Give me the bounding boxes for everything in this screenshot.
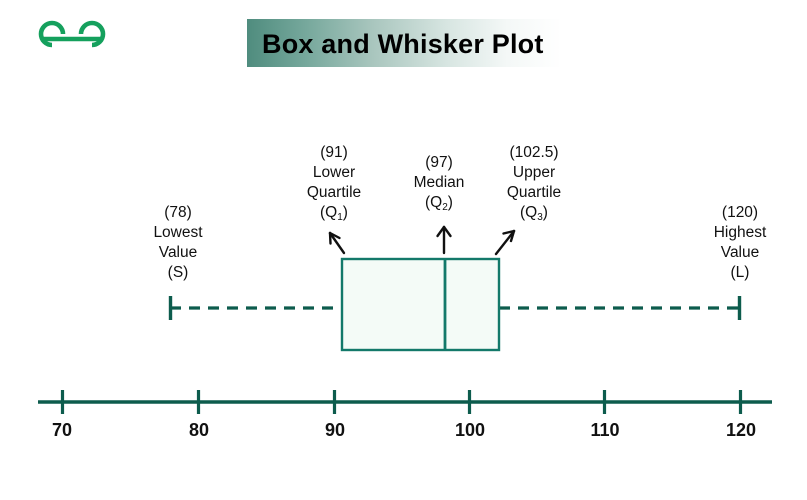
axis-tick-label-110: 110 xyxy=(590,420,620,440)
median-number: (97) xyxy=(425,154,453,171)
box-iqr xyxy=(340,257,501,352)
geeksforgeeks-logo-icon xyxy=(38,20,106,48)
arrow-median xyxy=(436,225,452,255)
annotation-median: (97) Median (Q2) xyxy=(374,153,504,215)
annotation-lowest-value: (78) Lowest Value (S) xyxy=(108,203,248,283)
axis-tick-label-120: 120 xyxy=(725,420,757,440)
axis-tick-label-80: 80 xyxy=(188,420,210,440)
lowest-value-number: (78) xyxy=(164,204,192,221)
annotation-upper-quartile: (102.5) Upper Quartile (Q3) xyxy=(464,143,604,225)
page-title: Box and Whisker Plot xyxy=(262,29,544,59)
lower-quartile-number: (91) xyxy=(320,144,348,161)
lower-quartile-line1: Lower xyxy=(312,164,356,181)
lowest-value-line2: Value xyxy=(158,244,198,261)
upper-quartile-line2: Quartile xyxy=(506,184,562,201)
lowest-value-symbol: (S) xyxy=(167,264,189,281)
highest-value-number: (120) xyxy=(721,204,759,221)
axis-tick-label-90: 90 xyxy=(324,420,346,440)
median-line1: Median xyxy=(413,174,465,191)
title-banner xyxy=(247,19,667,67)
annotation-highest-value: (120) Highest Value (L) xyxy=(670,203,807,283)
highest-value-line1: Highest xyxy=(713,224,767,241)
highest-value-symbol: (L) xyxy=(730,264,750,281)
lower-quartile-line2: Quartile xyxy=(306,184,362,201)
highest-value-line2: Value xyxy=(720,244,760,261)
annotation-lower-quartile: (91) Lower Quartile (Q1) xyxy=(264,143,404,225)
median-symbol: (Q2) xyxy=(425,194,453,213)
arrow-upper-quartile xyxy=(494,229,516,256)
lowest-value-line1: Lowest xyxy=(153,224,203,241)
axis-tick-label-70: 70 xyxy=(51,420,73,440)
axis-ticks xyxy=(60,390,743,414)
upper-quartile-symbol: (Q3) xyxy=(520,204,548,223)
upper-quartile-line1: Upper xyxy=(512,164,556,181)
arrow-lower-quartile xyxy=(328,231,346,255)
upper-quartile-number: (102.5) xyxy=(509,144,559,161)
lower-quartile-symbol: (Q1) xyxy=(320,204,348,223)
axis-tick-label-100: 100 xyxy=(454,420,486,440)
